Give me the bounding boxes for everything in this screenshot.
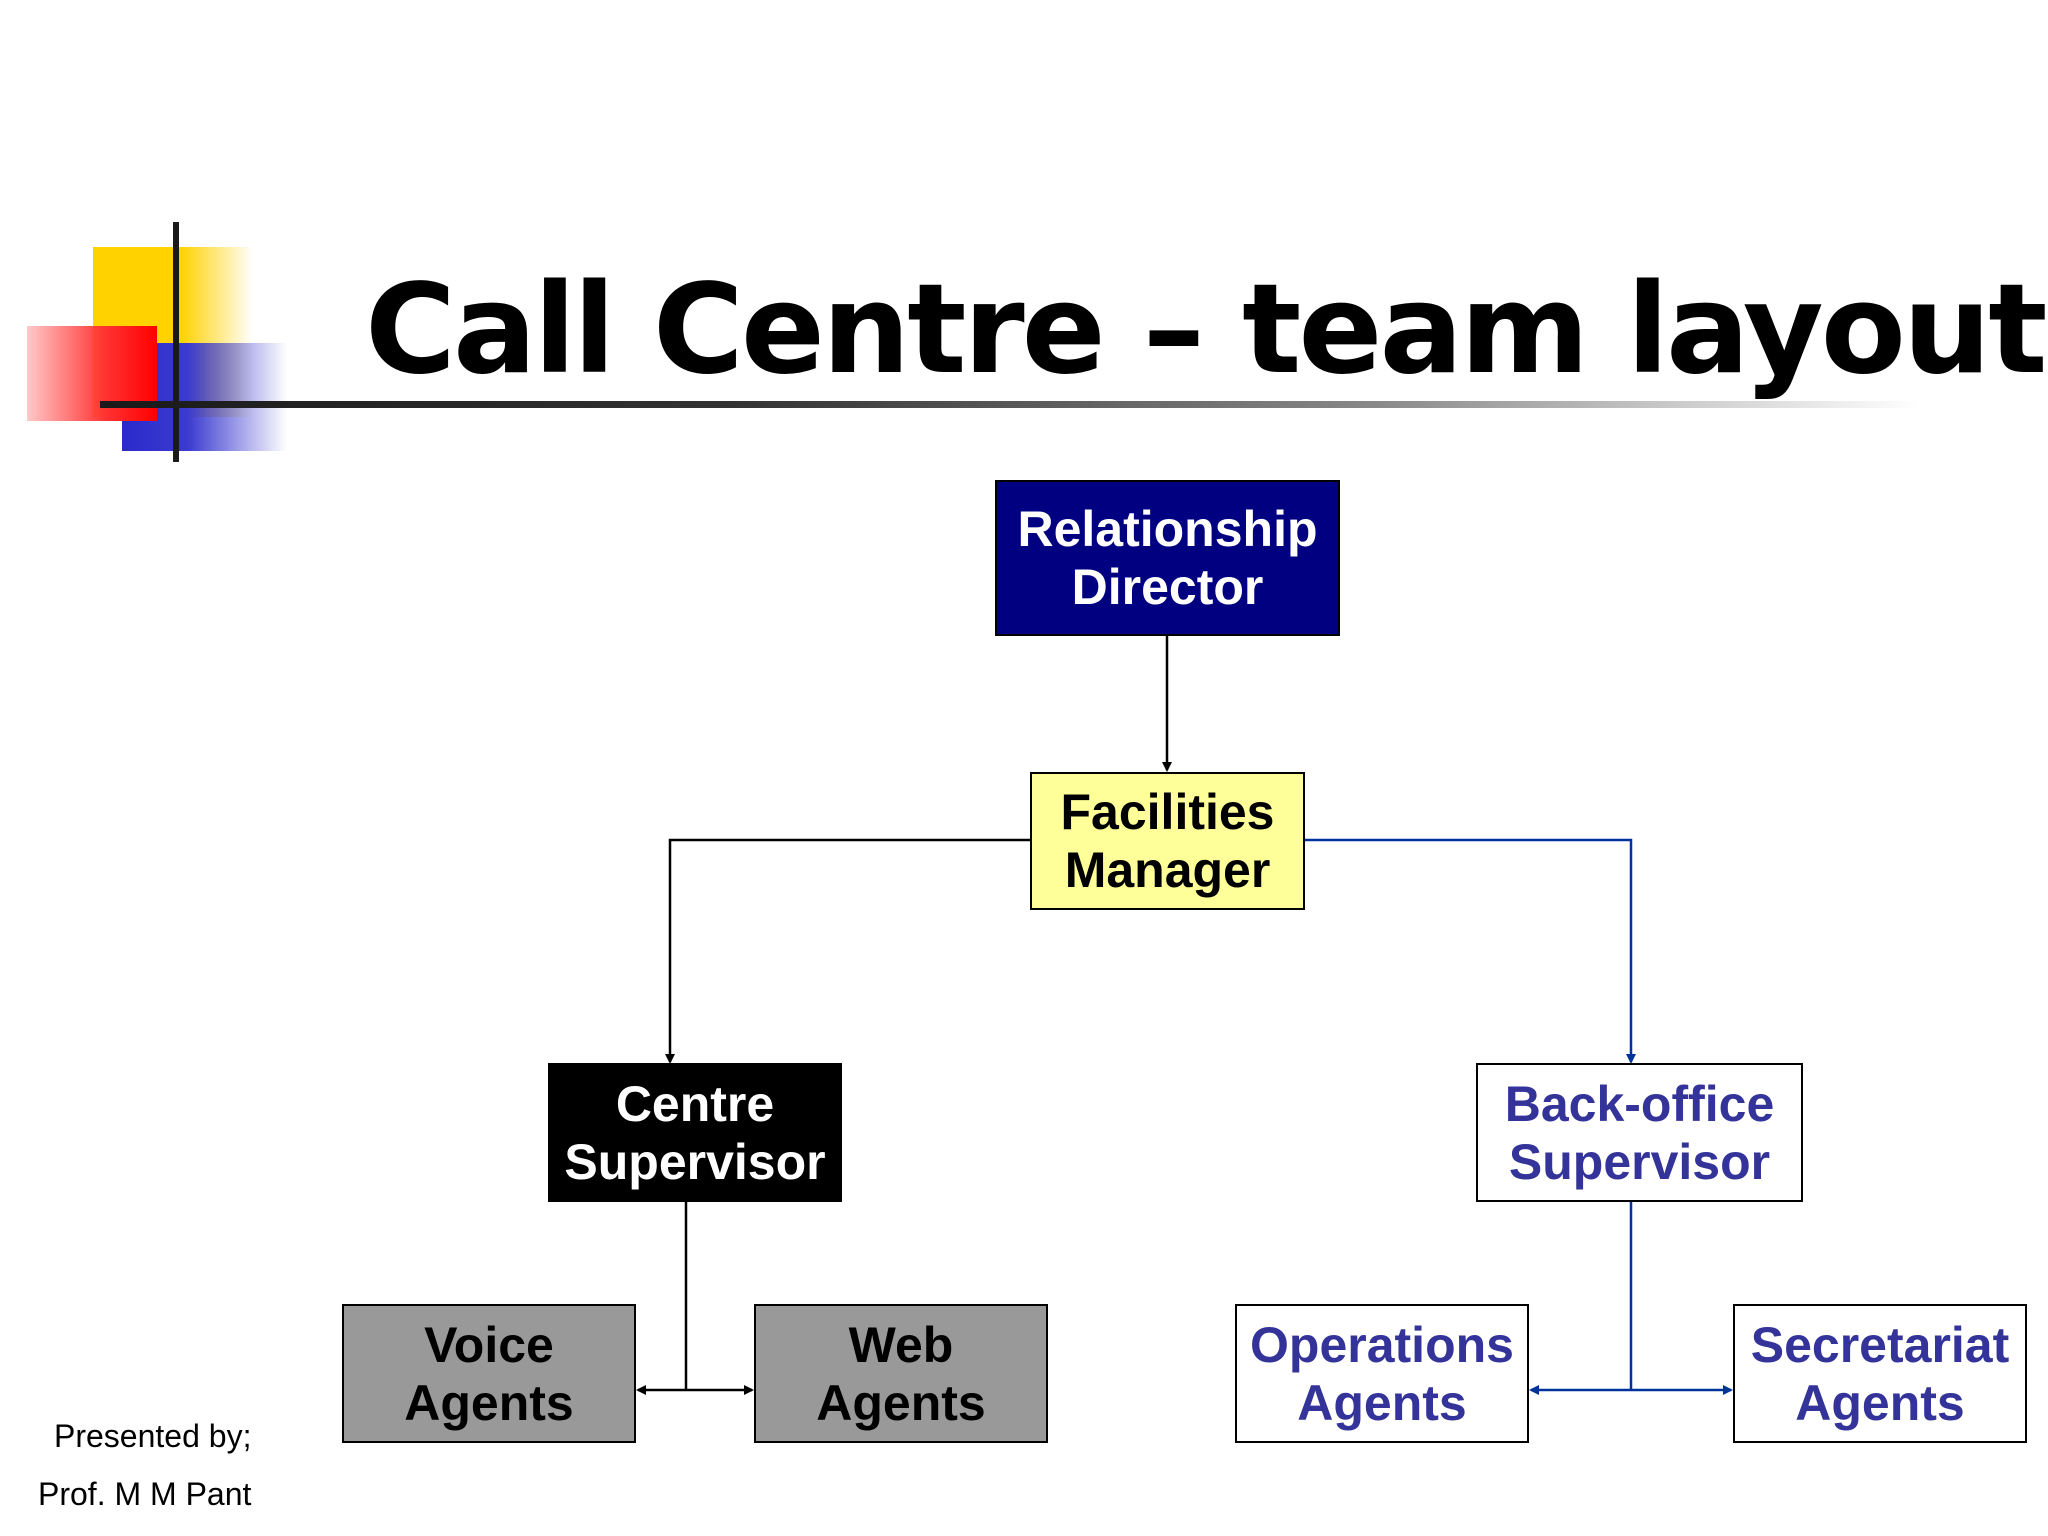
box-secretariat-agents: Secretariat Agents xyxy=(1733,1304,2027,1443)
presenter-name: Prof. M M Pant xyxy=(38,1476,252,1512)
connector-manager-centre-supervisor xyxy=(665,838,1030,1064)
box-label: Back-office Supervisor xyxy=(1504,1075,1775,1190)
connector-manager-backoffice-supervisor xyxy=(1305,838,1636,1064)
box-label: Centre Supervisor xyxy=(564,1075,826,1190)
slide-title: Call Centre – team layout xyxy=(365,258,2047,402)
box-label: Secretariat Agents xyxy=(1750,1316,2010,1431)
box-label: Relationship Director xyxy=(1017,501,1318,615)
box-label: Web Agents xyxy=(816,1316,986,1431)
box-relationship-director: Relationship Director xyxy=(995,480,1340,636)
box-web-agents: Web Agents xyxy=(754,1304,1048,1443)
box-facilities-manager: Facilities Manager xyxy=(1030,772,1305,910)
logo-vertical-line xyxy=(173,222,179,462)
box-label: Operations Agents xyxy=(1250,1316,1514,1431)
box-operations-agents: Operations Agents xyxy=(1235,1304,1529,1443)
box-backoffice-supervisor: Back-office Supervisor xyxy=(1476,1063,1803,1202)
box-label: Voice Agents xyxy=(404,1316,574,1431)
box-voice-agents: Voice Agents xyxy=(342,1304,636,1443)
box-centre-supervisor: Centre Supervisor xyxy=(548,1063,842,1202)
title-underline xyxy=(100,401,1920,408)
presented-by-label: Presented by; xyxy=(54,1418,252,1454)
box-label: Facilities Manager xyxy=(1060,784,1275,898)
